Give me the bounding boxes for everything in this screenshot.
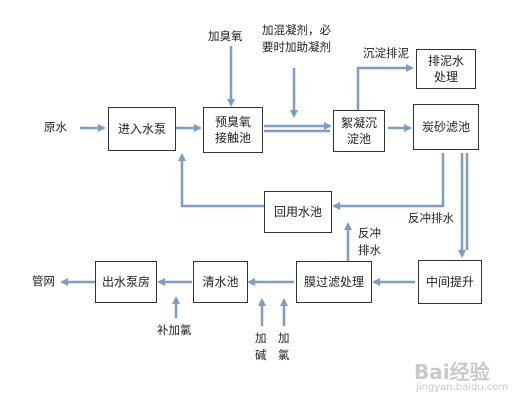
label-add-coagulant: 加混凝剂，必 要时加助凝剂 <box>262 23 331 54</box>
box-clear-pool: 清水池 <box>193 261 248 303</box>
box-recycle: 回用水池 <box>264 191 332 233</box>
label-raw-water: 原水 <box>44 120 67 134</box>
label-backwash: 反冲排水 <box>408 211 454 225</box>
box-pump-in: 进入水泵 <box>108 107 176 151</box>
label-pipe-net: 管网 <box>32 274 55 288</box>
box-mid-lift: 中间提升 <box>418 260 482 304</box>
box-sludge: 排泥水 处理 <box>416 49 476 89</box>
box-membrane: 膜过滤处理 <box>296 261 372 303</box>
arrow-sed-sludge <box>356 64 414 110</box>
label-add-chlorine: 加 氯 <box>278 331 290 362</box>
watermark-site: jingyan.baidu.com <box>416 382 509 393</box>
label-add-ozone: 加臭氧 <box>208 29 243 43</box>
arrow-recycle-to-pump <box>178 153 264 208</box>
box-coag-sed: 絮凝沉 淀池 <box>333 110 385 152</box>
box-sand-filter: 炭砂滤池 <box>413 104 479 150</box>
label-add-chlorine-supp: 补加氯 <box>157 323 192 337</box>
watermark-brand: Bai经验 <box>414 360 490 384</box>
label-add-alkali: 加 碱 <box>255 331 267 362</box>
box-out-pump: 出水泵房 <box>95 261 157 303</box>
label-sed-sludge: 沉淀排泥 <box>363 46 409 60</box>
box-pre-ozone: 预臭氧 接触池 <box>203 107 263 153</box>
arrow-filter-backwash <box>332 153 445 210</box>
label-backwash-membrane: 反冲 排水 <box>358 226 381 257</box>
